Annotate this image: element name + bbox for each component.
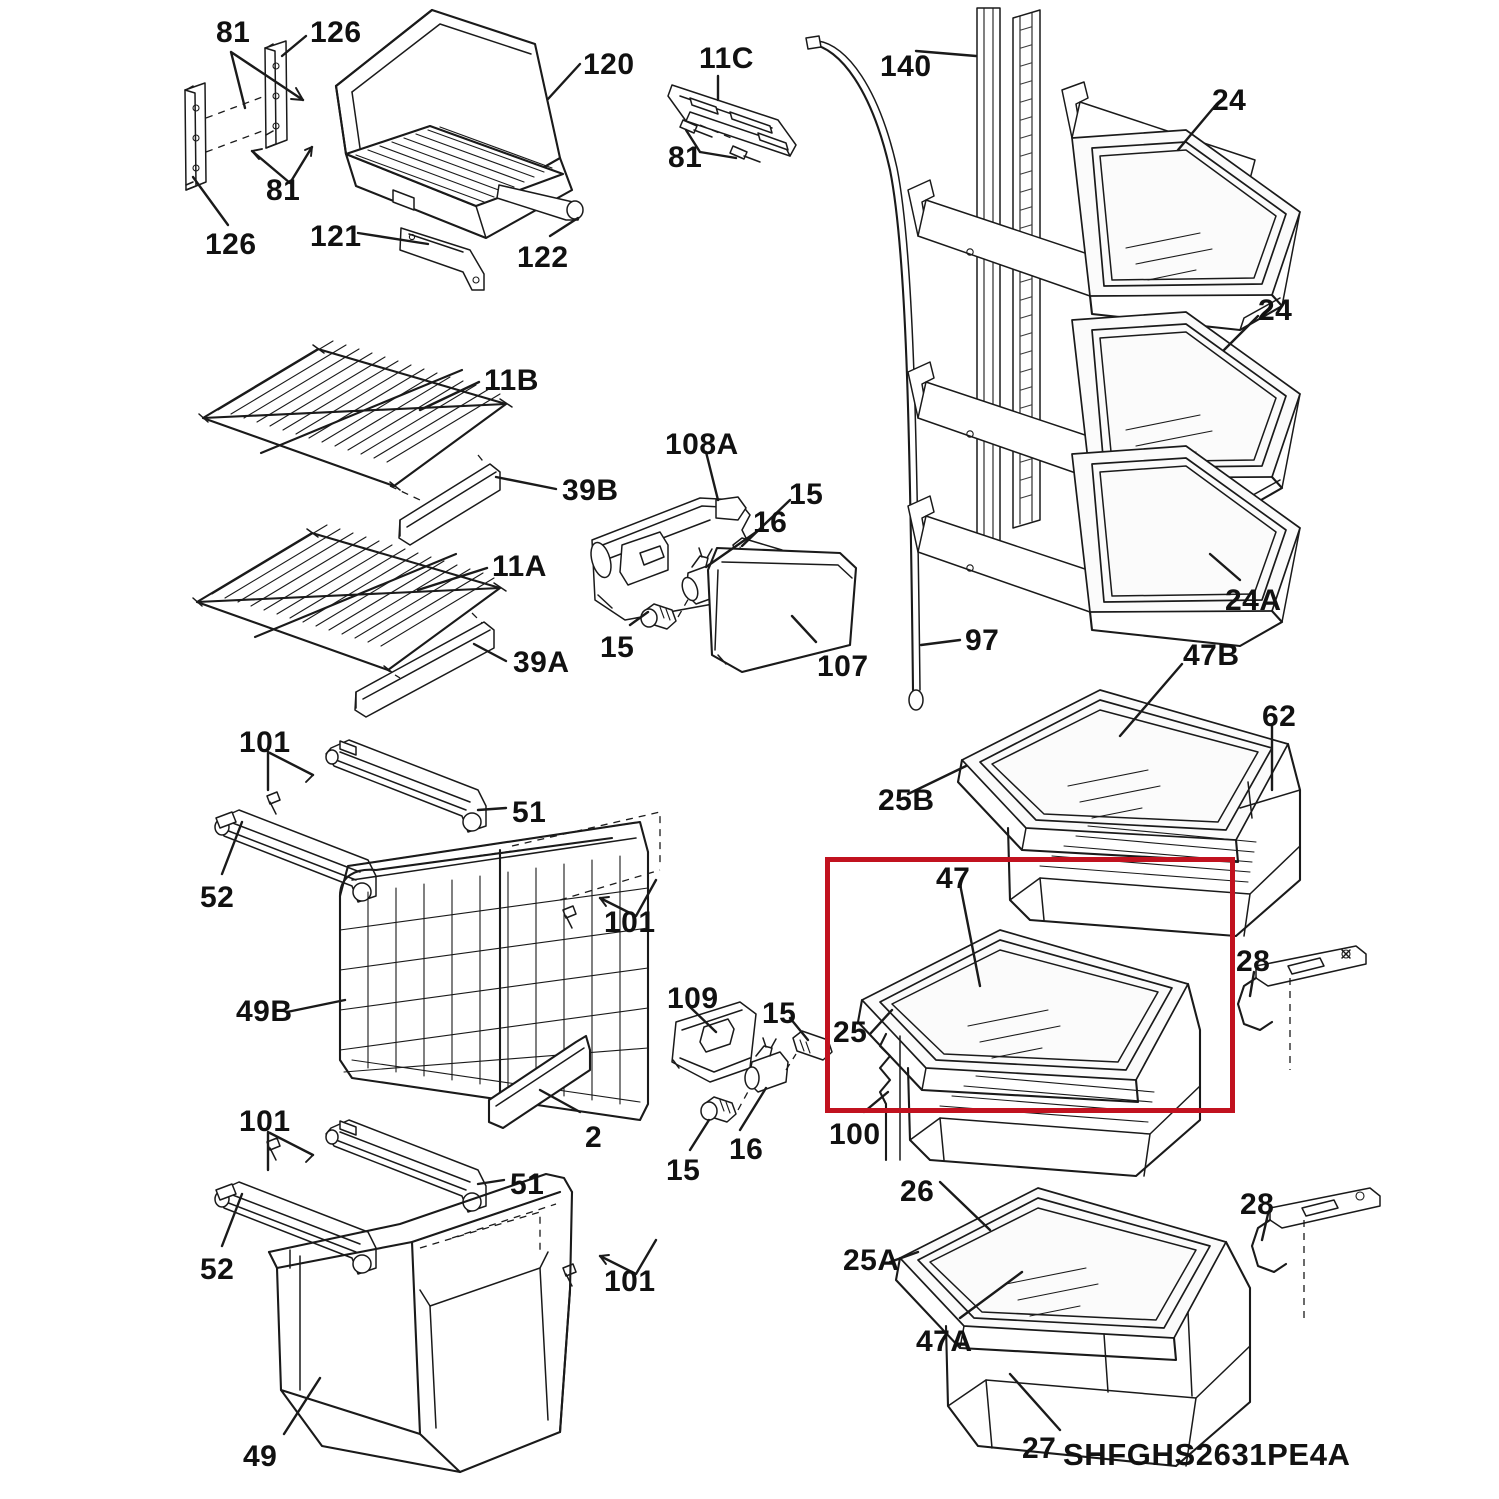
callout-25: 25: [833, 1016, 868, 1049]
callout-81: 81: [266, 174, 301, 207]
callout-11A: 11A: [492, 550, 547, 583]
callout-81: 81: [216, 16, 251, 49]
ice-bin-group: [184, 8, 584, 291]
callout-11C: 11C: [699, 42, 754, 75]
callout-100: 100: [829, 1118, 881, 1151]
callout-140: 140: [880, 50, 932, 83]
callout-101: 101: [604, 906, 656, 939]
callout-24A: 24A: [1225, 584, 1282, 617]
callout-24: 24: [1258, 294, 1293, 327]
callout-126: 126: [205, 228, 257, 261]
callout-121: 121: [310, 220, 362, 253]
freezer-bin-group: [214, 1119, 658, 1474]
callout-126: 126: [310, 16, 362, 49]
callout-16: 16: [753, 506, 788, 539]
callout-122: 122: [517, 241, 569, 274]
light-assembly-group: [590, 450, 858, 674]
glass-shelf-24-middle: [907, 311, 1301, 514]
callout-47A: 47A: [916, 1325, 973, 1358]
callout-47B: 47B: [1183, 639, 1240, 672]
callout-109: 109: [667, 982, 719, 1015]
callout-52: 52: [200, 1253, 235, 1286]
callout-25B: 25B: [878, 784, 935, 817]
callout-27: 27: [1022, 1432, 1057, 1465]
callout-15: 15: [762, 997, 797, 1030]
callout-11B: 11B: [484, 364, 539, 397]
callout-49B: 49B: [236, 995, 293, 1028]
callout-25A: 25A: [843, 1244, 900, 1277]
wire-shelf-11b: [198, 340, 558, 546]
callout-101: 101: [604, 1265, 656, 1298]
shelf-bracket-11c-group: [667, 74, 797, 163]
callout-81: 81: [668, 141, 703, 174]
callout-47: 47: [936, 862, 971, 895]
callout-51: 51: [512, 796, 547, 829]
freezer-basket-group: [214, 739, 661, 1130]
callout-24: 24: [1212, 84, 1247, 117]
callout-51: 51: [510, 1168, 545, 1201]
callout-39A: 39A: [513, 646, 570, 679]
crisper-upper-group: [906, 662, 1302, 938]
wire-shelf-11a: [192, 524, 508, 718]
callout-62: 62: [1262, 700, 1297, 733]
callout-28: 28: [1240, 1188, 1275, 1221]
light-shield-group: [671, 1001, 833, 1152]
callout-26: 26: [900, 1175, 935, 1208]
callout-107: 107: [817, 650, 869, 683]
crisper-lower-group: [888, 1180, 1381, 1468]
callout-15: 15: [789, 478, 824, 511]
model-number-label: SHFGHS2631PE4A: [1063, 1437, 1351, 1472]
callout-49: 49: [243, 1440, 278, 1473]
callout-101: 101: [239, 1105, 291, 1138]
callout-2: 2: [585, 1121, 603, 1154]
callout-15: 15: [666, 1154, 701, 1187]
glass-shelf-24-upper: [907, 81, 1301, 332]
crisper-middle-group: [856, 882, 1367, 1178]
callout-28: 28: [1236, 945, 1271, 978]
callout-108A: 108A: [665, 428, 739, 461]
callout-120: 120: [583, 48, 635, 81]
callout-39B: 39B: [562, 474, 619, 507]
callout-16: 16: [729, 1133, 764, 1166]
callout-15: 15: [600, 631, 635, 664]
glass-shelf-24a-lower: [907, 445, 1301, 648]
callout-52: 52: [200, 881, 235, 914]
callout-97: 97: [965, 624, 1000, 657]
callout-101: 101: [239, 726, 291, 759]
